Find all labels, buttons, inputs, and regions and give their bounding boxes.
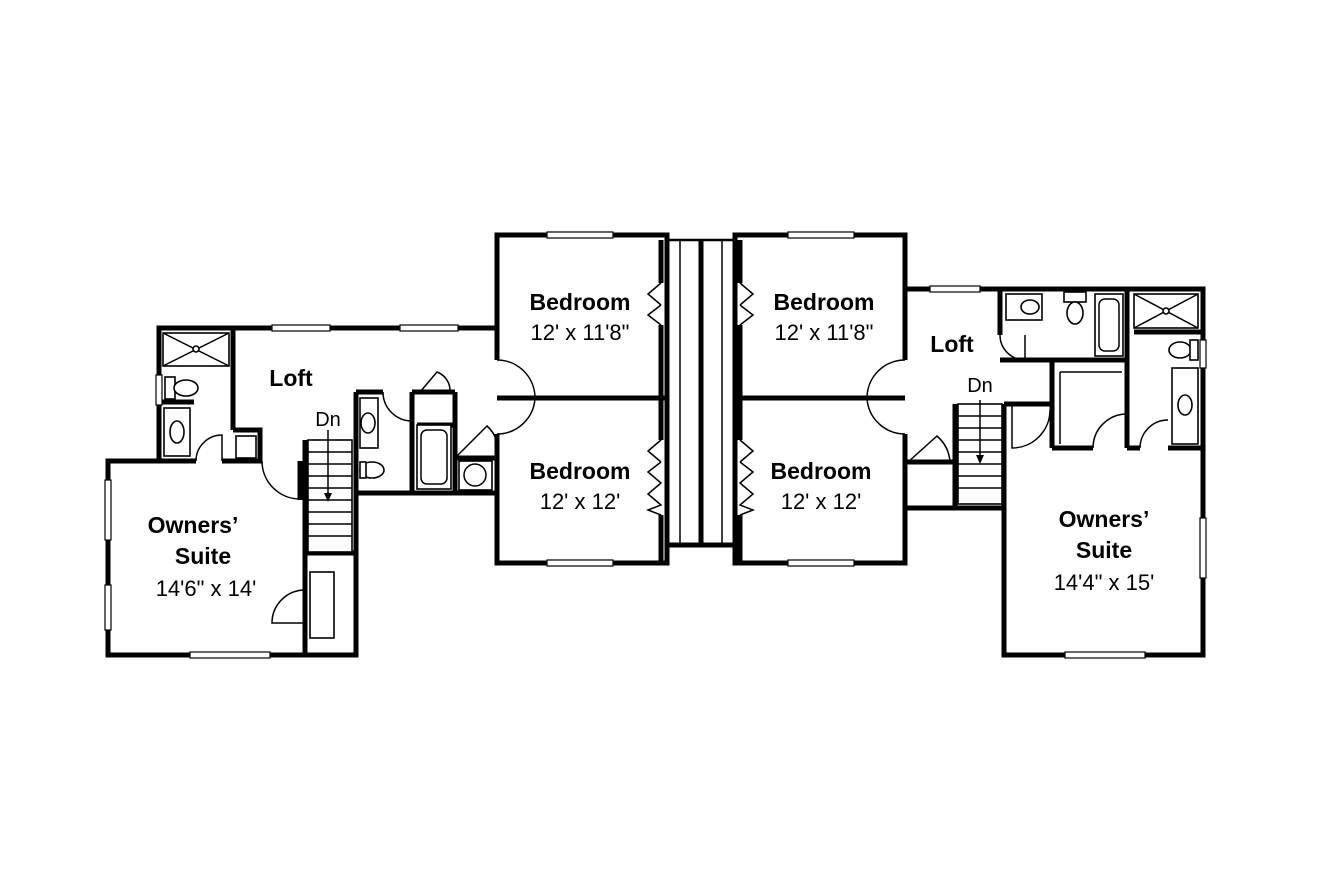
doors [195,282,1169,624]
closet-bifold [739,282,755,326]
closet-bifold [646,282,662,326]
toilet [173,379,199,397]
stair-treads [308,451,352,537]
door-swing [907,434,951,463]
door-swing [866,397,906,435]
closet-bifold [645,439,663,516]
stair-right-label: Dn [967,375,993,397]
toilet [1066,301,1084,325]
window [155,374,163,406]
door-swing [1139,419,1169,449]
window [546,231,614,239]
owners-suite-left-dims: 14'6" x 14' [156,576,257,601]
bedroom-upper-right-name: Bedroom [774,289,875,315]
door-swing [261,460,301,500]
window [104,479,112,541]
sink [1020,299,1040,315]
door-swing [496,397,536,435]
window [787,231,855,239]
bedroom-lower-right-name: Bedroom [771,458,872,484]
window [929,285,981,293]
door-swing [1092,413,1128,449]
door-swing [999,334,1026,361]
fixtures [162,291,1199,639]
left-unit-outline [105,232,670,658]
window [546,559,614,567]
sink [1177,394,1193,416]
bedroom-upper-left-name: Bedroom [530,289,631,315]
door-swing [866,359,906,399]
door-swing [271,589,306,624]
window [787,559,855,567]
owners-suite-right-dims: 14'4" x 15' [1054,570,1155,595]
windows [104,231,1207,659]
window [104,584,112,631]
window [1199,517,1207,579]
door-swing [195,434,223,462]
window [399,324,459,332]
right-unit-interior [737,235,1203,563]
door-swing [1011,404,1051,449]
bedroom-upper-right-dims: 12' x 11'8" [775,320,874,345]
door-swing [382,391,413,422]
bedroom-lower-left-name: Bedroom [530,458,631,484]
door-swing [454,424,499,459]
owners-suite-left-name-1: Owners’ [148,512,239,538]
closet-shelf [309,571,335,639]
door-swing [496,359,536,399]
loft-left-name: Loft [269,365,313,391]
loft-right-name: Loft [930,331,974,357]
toilet [1168,341,1192,359]
owners-suite-right-name-1: Owners’ [1059,506,1150,532]
bedroom-upper-left-dims: 12' x 11'8" [531,320,630,345]
bedroom-lower-right-dims: 12' x 12' [781,489,862,514]
window [1199,339,1207,369]
sink [169,420,185,444]
window [271,324,331,332]
sink [360,412,376,434]
bathtub [416,424,452,490]
bedroom-lower-left-dims: 12' x 12' [540,489,621,514]
owners-suite-right-name-2: Suite [1076,537,1132,563]
owners-suite-left-name-2: Suite [175,543,231,569]
door-swing [419,371,451,393]
closet-bifold [738,439,756,516]
room-labels: Bedroom 12' x 11'8" Bedroom 12' x 12' Be… [148,289,1155,601]
window [1064,651,1146,659]
window [189,651,271,659]
stair-left-label: Dn [315,409,341,431]
